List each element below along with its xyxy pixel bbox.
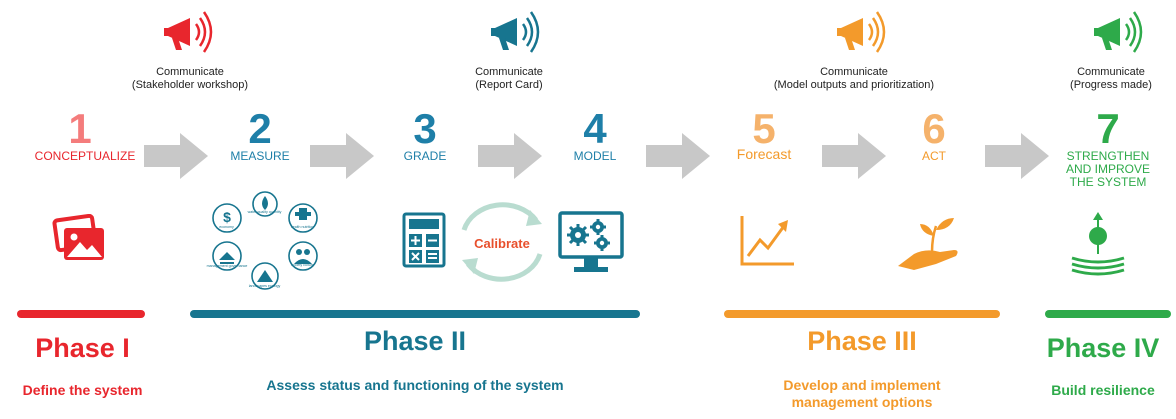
communicate-label: Communicate(Stakeholder workshop)	[131, 66, 249, 91]
arrow-right-icon	[310, 133, 374, 179]
computer-gears-icon	[558, 211, 624, 272]
step-number: 3	[413, 105, 437, 152]
hand-plant-icon	[898, 218, 958, 270]
megaphone-icon	[1094, 11, 1143, 53]
phase-bar	[190, 310, 640, 318]
images-icon	[52, 214, 104, 260]
calculator-icon	[402, 212, 446, 268]
phase-bar	[17, 310, 145, 318]
step-label: MEASURE	[230, 149, 290, 163]
arrow-right-icon	[985, 133, 1049, 179]
phase-title: Phase II	[363, 326, 467, 356]
svg-text:$: $	[223, 209, 231, 225]
step-number: 4	[583, 105, 607, 152]
step-number: 5	[752, 105, 776, 152]
arrow-right-icon	[646, 133, 710, 179]
phase-title: Phase III	[807, 326, 917, 356]
megaphone-icon	[491, 11, 540, 53]
communicate-label: Communicate(Progress made)	[1070, 66, 1152, 91]
measure-item-label: management governance	[207, 264, 248, 268]
communicate-label: Communicate(Report Card)	[475, 66, 543, 91]
step-label: ACT	[922, 149, 946, 163]
resilience-icon	[1071, 212, 1125, 276]
measure-item-label: economy	[219, 225, 234, 229]
measure-item-label: health nutrition	[291, 225, 315, 229]
step-label: GRADE	[403, 149, 447, 163]
phase-description: Define the system	[22, 382, 143, 398]
phase-description: Assess status and functioning of the sys…	[266, 377, 564, 393]
step-label: MODEL	[573, 149, 617, 163]
measure-item-label: society culture	[291, 263, 314, 267]
trend-chart-icon	[740, 216, 794, 266]
arrow-right-icon	[144, 133, 208, 179]
phase-bar	[724, 310, 1000, 318]
step-number: 7	[1096, 105, 1120, 152]
step-label: CONCEPTUALIZE	[34, 149, 136, 163]
megaphone-icon	[164, 11, 213, 53]
communicate-label: Communicate(Model outputs and prioritiza…	[773, 66, 935, 91]
phase-title: Phase IV	[1046, 333, 1160, 363]
measure-item-label: landscapes ecology	[249, 284, 281, 288]
step-number: 6	[922, 105, 946, 152]
calibrate-cycle-icon	[461, 202, 543, 282]
phase-description: Build resilience	[1051, 382, 1155, 398]
phase-title: Phase I	[35, 333, 130, 363]
step-number: 2	[248, 105, 272, 152]
calibrate-label: Calibrate	[474, 236, 530, 251]
measure-item-label: water quality quantity	[248, 210, 282, 214]
arrow-right-icon	[478, 133, 542, 179]
measure-indicators-ring: $ economy water quality quantity health …	[207, 191, 318, 290]
megaphone-icon	[837, 11, 886, 53]
arrow-right-icon	[822, 133, 886, 179]
step-number: 1	[68, 105, 92, 152]
svg-text:economy water quality quan: economy water quality quantity health nu…	[207, 210, 316, 288]
step-label: Forecast	[736, 146, 792, 162]
phase-bar	[1045, 310, 1171, 318]
